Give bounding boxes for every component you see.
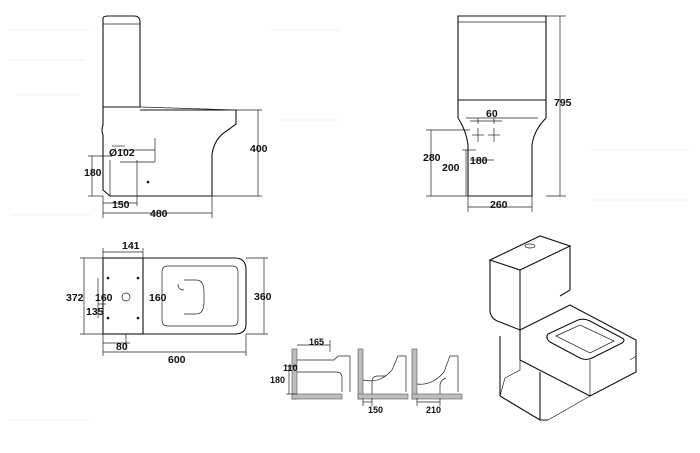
plan-hole-right-dim: 160: [149, 292, 167, 304]
front-inner-width-dim: 180: [470, 155, 488, 167]
plan-total-width-dim: 372: [66, 292, 84, 304]
plan-width-dim: 360: [254, 291, 272, 303]
outlet-top-offset-dim: 165: [309, 337, 324, 347]
side-view: [88, 15, 262, 218]
outlet-s-trap-b-dim: 210: [426, 405, 441, 415]
plan-outlet-offset-dim: 80: [116, 341, 128, 353]
front-seat-height-dim: 280: [423, 152, 441, 164]
front-total-height-dim: 795: [554, 97, 572, 109]
side-outlet-offset-dim: 150: [112, 199, 130, 211]
background-texture: [10, 29, 690, 421]
front-base-width-dim: 260: [490, 199, 508, 211]
plan-hole-left-dim: 160: [95, 292, 113, 304]
front-inner-height-dim: 200: [442, 162, 460, 174]
toilet-3d-illustration: [488, 235, 637, 421]
plan-lower-spacing-dim: 135: [86, 306, 104, 318]
outlet-s-trap-a-dim: 150: [368, 405, 383, 415]
side-outlet-diameter-dim: Ø102: [109, 147, 135, 159]
side-height-dim: 400: [250, 143, 268, 155]
side-depth-dim: 480: [150, 208, 168, 220]
outlet-details: [286, 340, 463, 406]
front-view: [426, 15, 566, 212]
plan-view: [80, 248, 268, 356]
side-outlet-height-dim: 180: [84, 167, 102, 179]
outlet-h-total-dim: 180: [270, 375, 285, 385]
plan-length-dim: 600: [168, 354, 186, 366]
front-hole-spacing-dim: 60: [486, 108, 498, 120]
outlet-h-center-dim: 110: [283, 363, 298, 373]
plan-top-width-dim: 141: [122, 240, 140, 252]
